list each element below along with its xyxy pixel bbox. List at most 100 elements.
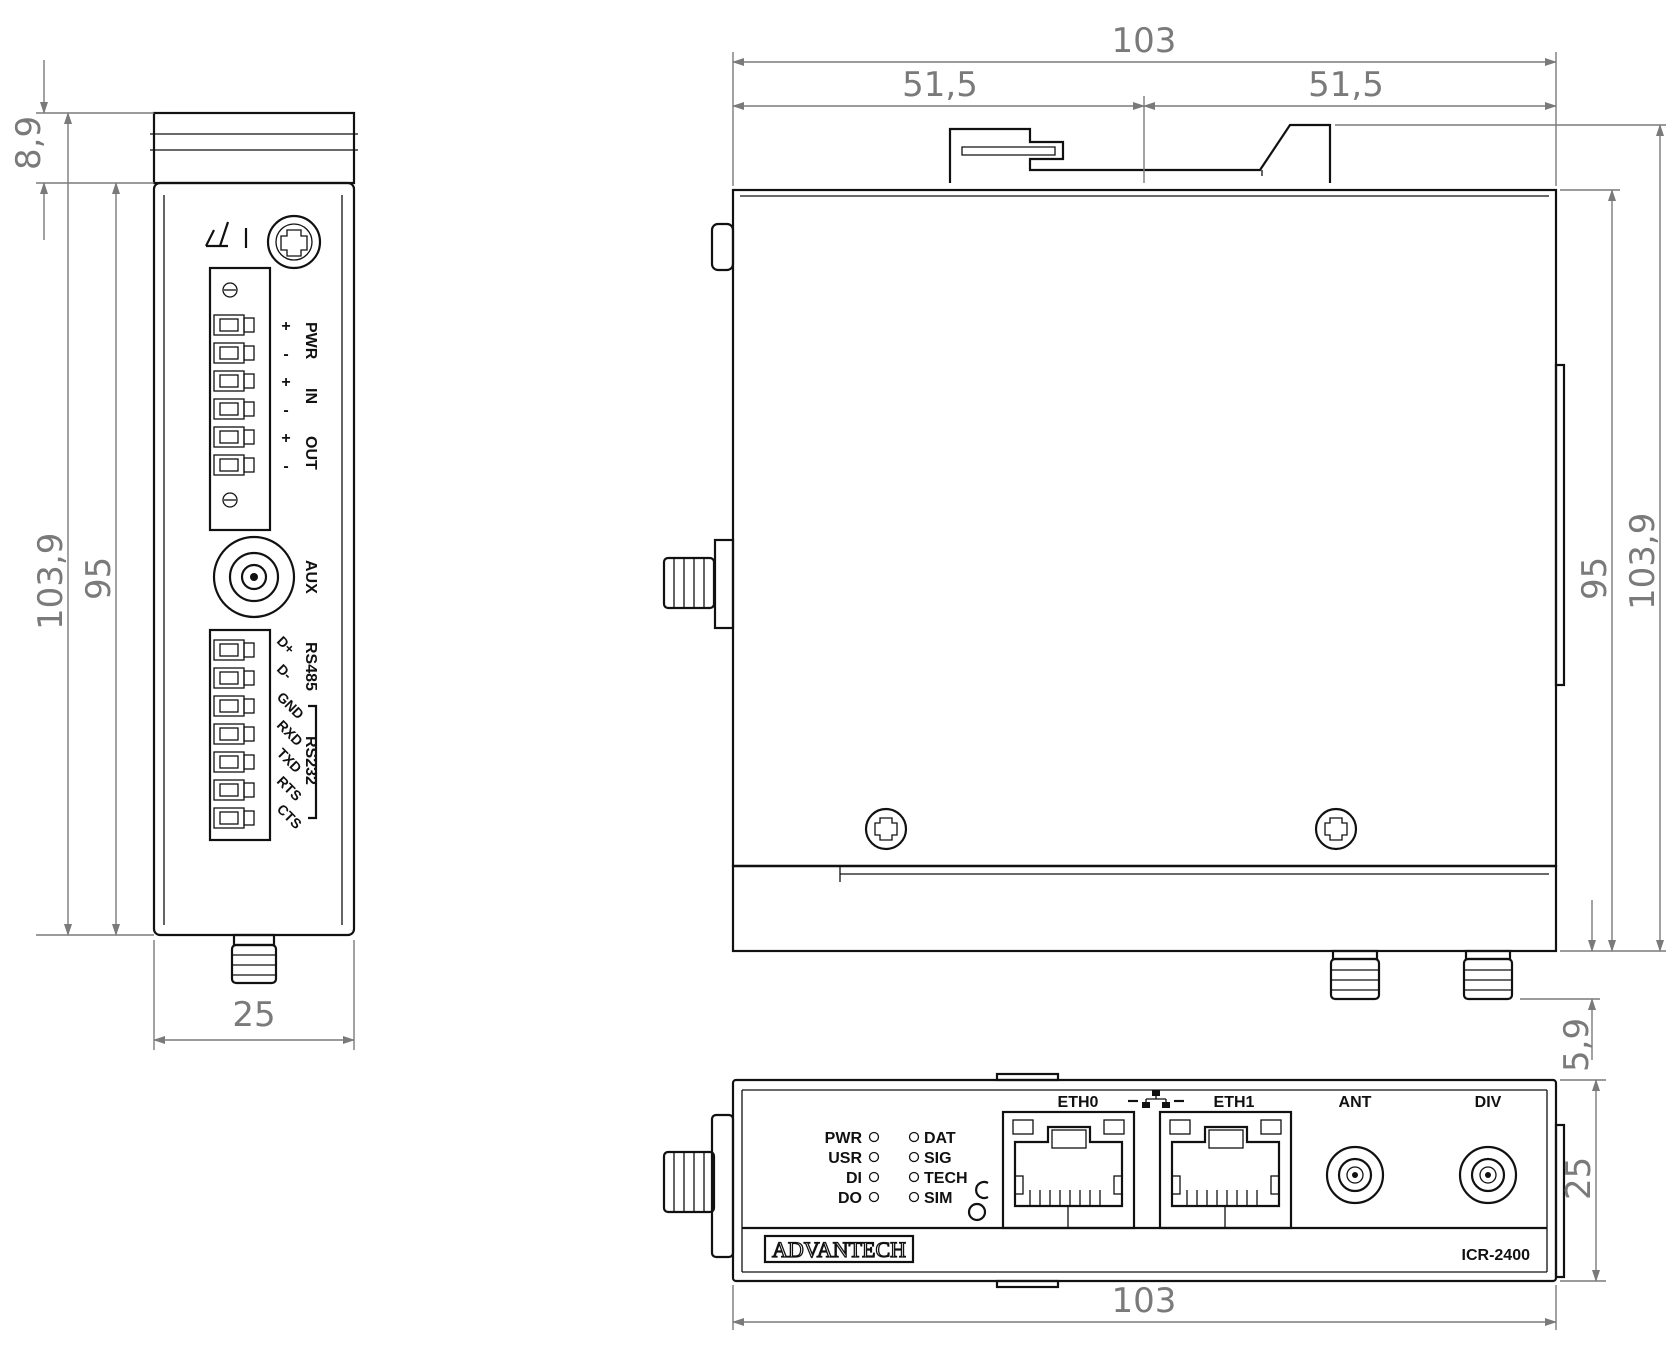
serial-pin-label: D+ (274, 633, 298, 657)
power-terminal-block (208, 266, 272, 532)
brand-logo: ADVANTECH (772, 1237, 906, 1262)
rs232-label: RS232 (302, 736, 319, 785)
ant-connector-bottom (1329, 949, 1381, 1001)
terminal-pin (213, 342, 255, 364)
main-view (662, 123, 1566, 1001)
serial-pin-label: GND (274, 689, 307, 722)
div-connector[interactable] (1458, 1145, 1518, 1205)
main-left-tab (710, 222, 735, 272)
terminal-pin (213, 398, 255, 420)
terminal-pin (213, 667, 255, 689)
dim-side-body: 95 (79, 557, 119, 600)
svg-text:SIM: SIM (924, 1190, 952, 1207)
reset-button[interactable] (967, 1180, 989, 1222)
network-icon (1128, 1090, 1184, 1108)
led-usr: USR (828, 1150, 880, 1167)
terminal-pin (213, 779, 255, 801)
plus-sign-label: + (281, 318, 290, 335)
screw-left-icon (864, 807, 908, 851)
dim-side-width: 25 (232, 995, 275, 1035)
svg-text:DAT: DAT (924, 1130, 956, 1147)
div-connector-bottom (1462, 949, 1514, 1001)
minus-sign-label: - (283, 402, 288, 419)
side-bottom-connector (230, 933, 278, 985)
brand-logo-box (763, 1234, 915, 1264)
antenna-icon (205, 221, 248, 248)
side-din-clip (152, 111, 356, 185)
model-label: ICR-2400 (1462, 1247, 1531, 1264)
dim-connector-depth: 5,9 (1557, 1018, 1597, 1072)
div-label: DIV (1475, 1094, 1502, 1111)
led-tech: TECH (908, 1170, 968, 1187)
main-left-bracket (713, 538, 735, 630)
dim-top-clip: 8,9 (9, 116, 49, 170)
sim-screw-icon (266, 214, 322, 270)
terminal-pin (213, 370, 255, 392)
terminal-pin (213, 426, 255, 448)
rs232-bracket (308, 704, 318, 820)
ant-connector[interactable] (1325, 1145, 1385, 1205)
front-view: PWR USR DI DO DAT SIG TECH SIM ETH0 ETH1 (662, 1072, 1566, 1289)
eth1-port[interactable] (1158, 1110, 1293, 1230)
svg-text:DO: DO (838, 1190, 862, 1207)
svg-text:TECH: TECH (924, 1170, 968, 1187)
main-front-strip (731, 864, 1558, 953)
led-sig: SIG (908, 1150, 952, 1167)
screw-right-icon (1314, 807, 1358, 851)
dim-top-half-right: 51,5 (1308, 65, 1384, 105)
eth0-port[interactable] (1001, 1110, 1136, 1230)
serial-pin-label: RTS (274, 773, 305, 804)
dim-top-width: 103 (1112, 21, 1177, 61)
plus-sign-label: + (281, 430, 290, 447)
dim-top-half-left: 51,5 (902, 65, 978, 105)
minus-sign-label: - (283, 346, 288, 363)
out-label: OUT (302, 436, 319, 470)
in-label: IN (302, 388, 319, 404)
led-sim: SIM (908, 1190, 952, 1207)
main-right-rail (1554, 363, 1566, 687)
front-dimensions: 25 103 (732, 1079, 1606, 1330)
terminal-pin (213, 723, 255, 745)
serial-pin-label: RXD (274, 717, 306, 749)
side-view: PWR IN OUT + - + - + - AUX RS485 RS232 D+ D- GN… (150, 111, 358, 985)
led-di: DI (846, 1170, 880, 1187)
terminal-pin (213, 807, 255, 829)
dim-side-total: 103,9 (31, 533, 71, 630)
eth1-label: ETH1 (1214, 1094, 1255, 1111)
dim-front-height: 25 (1559, 1157, 1599, 1200)
serial-terminal-block (208, 628, 272, 842)
plus-sign-label: + (281, 374, 290, 391)
din-rail-clip (948, 123, 1332, 183)
main-dimensions: 103 51,5 51,5 95 103,9 5,9 (732, 21, 1666, 1072)
svg-text:PWR: PWR (825, 1130, 863, 1147)
dim-right-total: 103,9 (1623, 513, 1663, 610)
terminal-pin (213, 639, 255, 661)
serial-pin-label: CTS (274, 801, 305, 832)
minus-sign-label: - (283, 458, 288, 475)
dim-right-body: 95 (1575, 557, 1615, 600)
main-aux-sma-connector (662, 556, 716, 610)
terminal-pin (213, 314, 255, 336)
pwr-label: PWR (302, 322, 319, 360)
rs485-label: RS485 (302, 642, 319, 691)
terminal-pin (213, 751, 255, 773)
terminal-pin (213, 695, 255, 717)
main-body (731, 188, 1558, 868)
aux-connector (212, 535, 296, 619)
svg-text:SIG: SIG (924, 1150, 952, 1167)
led-do: DO (838, 1190, 880, 1207)
front-aux-sma-connector (662, 1150, 716, 1214)
led-dat: DAT (908, 1130, 956, 1147)
svg-text:DI: DI (846, 1170, 862, 1187)
ant-label: ANT (1339, 1094, 1372, 1111)
led-pwr: PWR (825, 1130, 880, 1147)
eth0-label: ETH0 (1058, 1094, 1099, 1111)
front-left-tab (710, 1113, 735, 1259)
svg-text:USR: USR (828, 1150, 862, 1167)
terminal-pin (213, 454, 255, 476)
serial-pin-label: D- (274, 661, 296, 683)
dim-front-width: 103 (1112, 1281, 1177, 1321)
aux-label: AUX (302, 560, 319, 594)
side-dimensions: 8,9 103,9 95 25 (9, 60, 355, 1050)
